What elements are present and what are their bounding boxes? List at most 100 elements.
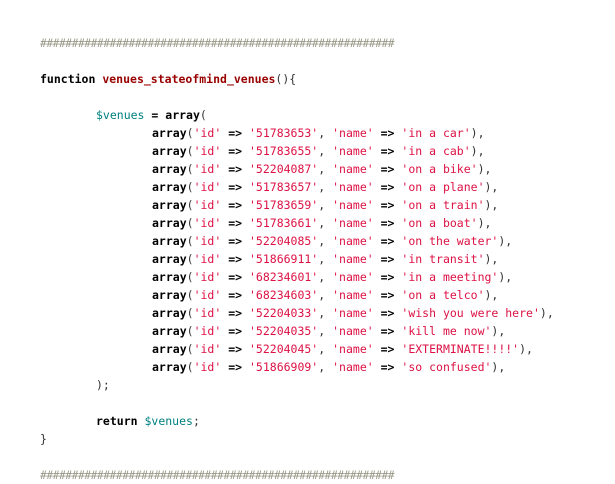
venue-entry: array('id' => '51866911', 'name' => 'in … — [40, 250, 610, 268]
venue-list: array('id' => '51783653', 'name' => 'in … — [40, 124, 610, 376]
array-keyword: array — [152, 234, 187, 248]
array-close-line: ); — [40, 376, 610, 394]
arrow-operator: => — [380, 216, 395, 230]
arrow-operator: => — [228, 360, 243, 374]
arrow-operator: => — [228, 342, 243, 356]
entry-open: ( — [186, 126, 194, 140]
id-key: 'id' — [193, 342, 222, 356]
name-key: 'name' — [332, 252, 374, 266]
arrow-operator: => — [228, 306, 243, 320]
entry-close: ), — [498, 234, 513, 248]
arrow-operator: => — [380, 162, 395, 176]
venue-id: '52204033' — [249, 306, 319, 320]
entry-open: ( — [186, 234, 194, 248]
comma: , — [318, 342, 326, 356]
venue-entry: array('id' => '51783657', 'name' => 'on … — [40, 178, 610, 196]
array-keyword: array — [152, 342, 187, 356]
blank-line — [40, 448, 610, 466]
array-keyword: array — [152, 288, 187, 302]
id-key: 'id' — [193, 360, 222, 374]
function-close: } — [40, 432, 47, 446]
name-key: 'name' — [332, 180, 374, 194]
name-key: 'name' — [332, 360, 374, 374]
venue-name: 'wish you were here' — [401, 306, 540, 320]
comma: , — [318, 252, 326, 266]
return-keyword: return — [96, 414, 138, 428]
array-keyword: array — [152, 180, 187, 194]
venue-name: 'EXTERMINATE!!!!' — [401, 342, 520, 356]
entry-close: ), — [491, 360, 506, 374]
comma: , — [318, 234, 326, 248]
id-key: 'id' — [193, 144, 222, 158]
comment-divider-top: ########################################… — [40, 34, 610, 52]
arrow-operator: => — [228, 144, 243, 158]
entry-open: ( — [186, 342, 194, 356]
venue-id: '52204035' — [249, 324, 319, 338]
array-keyword: array — [152, 324, 187, 338]
return-statement: return $venues; — [40, 412, 610, 430]
comment-divider-bottom: ########################################… — [40, 466, 610, 484]
variable-name: $venues — [96, 108, 145, 122]
venue-name: 'on a bike' — [401, 162, 478, 176]
entry-open: ( — [186, 360, 194, 374]
arrow-operator: => — [228, 324, 243, 338]
comma: , — [318, 306, 326, 320]
arrow-operator: => — [228, 234, 243, 248]
name-key: 'name' — [332, 198, 374, 212]
arrow-operator: => — [380, 144, 395, 158]
entry-open: ( — [186, 306, 194, 320]
arrow-operator: => — [380, 360, 395, 374]
comma: , — [318, 360, 326, 374]
array-keyword: array — [152, 144, 187, 158]
entry-close: ), — [477, 162, 492, 176]
venue-id: '51866911' — [249, 252, 319, 266]
venue-name: 'so confused' — [401, 360, 492, 374]
arrow-operator: => — [228, 162, 243, 176]
arrow-operator: => — [380, 270, 395, 284]
venue-id: '51783653' — [249, 126, 319, 140]
id-key: 'id' — [193, 288, 222, 302]
entry-open: ( — [186, 270, 194, 284]
code-block: ########################################… — [40, 14, 610, 484]
return-variable: $venues — [144, 414, 193, 428]
array-keyword: array — [152, 360, 187, 374]
arrow-operator: => — [228, 288, 243, 302]
array-keyword: array — [152, 162, 187, 176]
function-keyword: function — [40, 72, 96, 86]
id-key: 'id' — [193, 252, 222, 266]
venue-id: '51866909' — [249, 360, 319, 374]
blank-line — [40, 88, 610, 106]
venue-entry: array('id' => '52204035', 'name' => 'kil… — [40, 322, 610, 340]
name-key: 'name' — [332, 126, 374, 140]
function-name: venues_stateofmind_venues — [102, 72, 276, 86]
entry-close: ), — [498, 270, 513, 284]
function-open: (){ — [275, 72, 297, 86]
entry-close: ), — [484, 252, 499, 266]
venue-entry: array('id' => '68234601', 'name' => 'in … — [40, 268, 610, 286]
arrow-operator: => — [228, 270, 243, 284]
entry-open: ( — [186, 324, 194, 338]
venue-name: 'in a car' — [401, 126, 471, 140]
function-close-line: } — [40, 430, 610, 448]
id-key: 'id' — [193, 216, 222, 230]
venue-entry: array('id' => '51783655', 'name' => 'in … — [40, 142, 610, 160]
venue-entry: array('id' => '68234603', 'name' => 'on … — [40, 286, 610, 304]
venue-entry: array('id' => '51783659', 'name' => 'on … — [40, 196, 610, 214]
id-key: 'id' — [193, 126, 222, 140]
array-keyword: array — [152, 198, 187, 212]
arrow-operator: => — [380, 126, 395, 140]
entry-open: ( — [186, 180, 194, 194]
arrow-operator: => — [228, 180, 243, 194]
entry-open: ( — [186, 252, 194, 266]
entry-open: ( — [186, 216, 194, 230]
venue-name: 'on a boat' — [401, 216, 478, 230]
array-keyword: array — [152, 252, 187, 266]
venue-name: 'on a telco' — [401, 288, 485, 302]
venue-id: '52204045' — [249, 342, 319, 356]
id-key: 'id' — [193, 270, 222, 284]
array-assignment: $venues = array( — [40, 106, 610, 124]
assign-operator: = — [151, 108, 159, 122]
venue-id: '68234601' — [249, 270, 319, 284]
comma: , — [318, 198, 326, 212]
array-keyword: array — [152, 306, 187, 320]
